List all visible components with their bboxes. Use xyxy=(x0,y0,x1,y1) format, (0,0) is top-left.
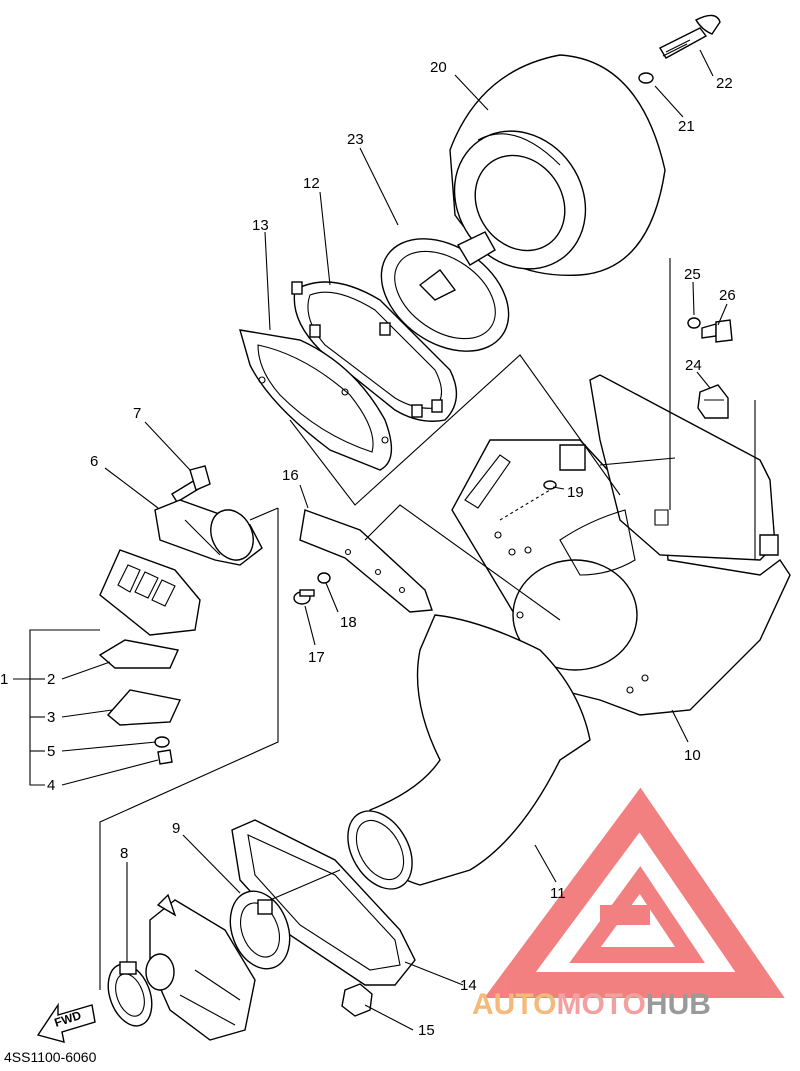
washer-19 xyxy=(543,480,557,490)
callout-26: 26 xyxy=(719,287,736,304)
callout-7: 7 xyxy=(133,405,141,422)
manifold-6 xyxy=(154,499,263,566)
callout-8: 8 xyxy=(120,845,128,862)
callout-1: 1 xyxy=(0,671,8,688)
washer-25 xyxy=(687,317,701,329)
rivet-17 xyxy=(293,589,315,605)
callout-11: 11 xyxy=(550,885,566,902)
watermark-text: AUTOMOTOHUB xyxy=(472,988,711,1021)
watermark-auto: AUTO xyxy=(472,988,556,1021)
callout-20: 20 xyxy=(430,59,447,76)
callout-12: 12 xyxy=(303,175,320,192)
watermark-hub: HUB xyxy=(646,988,711,1021)
gasket-13 xyxy=(239,329,393,471)
lead-lines xyxy=(13,49,756,1031)
callout-18: 18 xyxy=(340,614,357,631)
callout-5: 5 xyxy=(47,743,55,760)
callout-labels: 1 2 3 4 5 6 7 8 9 10 11 12 13 14 15 16 1… xyxy=(0,59,736,1039)
callout-17: 17 xyxy=(308,649,325,666)
washer-21 xyxy=(638,72,654,84)
callout-13: 13 xyxy=(252,217,269,234)
bolt-26 xyxy=(701,319,733,343)
callout-16: 16 xyxy=(282,467,299,484)
callout-10: 10 xyxy=(684,747,701,764)
callout-9: 9 xyxy=(172,820,180,837)
air-box-10 xyxy=(451,374,791,716)
clip-24 xyxy=(697,384,729,419)
carburetor xyxy=(145,893,256,1041)
air-duct-11 xyxy=(347,614,591,890)
callout-3: 3 xyxy=(47,709,55,726)
washer-18 xyxy=(317,572,331,584)
diagram-code: 4SS1100-6060 xyxy=(4,1049,97,1065)
callout-24: 24 xyxy=(685,357,702,374)
filter-guide-23 xyxy=(380,231,510,352)
callout-22: 22 xyxy=(716,75,733,92)
watermark-logo xyxy=(484,787,785,998)
clamp-8 xyxy=(107,961,153,1027)
stopper-3 xyxy=(106,689,182,726)
watermark-moto: MOTO xyxy=(556,988,645,1021)
fwd-arrow: FWD xyxy=(36,1002,96,1043)
screw-4 xyxy=(157,749,173,765)
bolt-7 xyxy=(171,465,211,503)
nut-15 xyxy=(341,983,373,1017)
callout-19: 19 xyxy=(567,484,584,501)
reed-valve-1 xyxy=(99,549,201,636)
washer-5 xyxy=(154,736,170,748)
callout-21: 21 xyxy=(678,118,695,135)
callout-4: 4 xyxy=(47,777,55,794)
callout-23: 23 xyxy=(347,131,364,148)
callout-14: 14 xyxy=(460,977,477,994)
plate-16 xyxy=(299,509,433,613)
air-filter-20 xyxy=(449,54,666,277)
callout-6: 6 xyxy=(90,453,98,470)
callout-25: 25 xyxy=(684,266,701,283)
callout-15: 15 xyxy=(418,1022,435,1039)
bolt-22 xyxy=(659,14,721,59)
reed-2 xyxy=(98,639,179,669)
callout-2: 2 xyxy=(47,671,55,688)
joint-9 xyxy=(229,890,291,970)
plate-12 xyxy=(291,281,458,422)
